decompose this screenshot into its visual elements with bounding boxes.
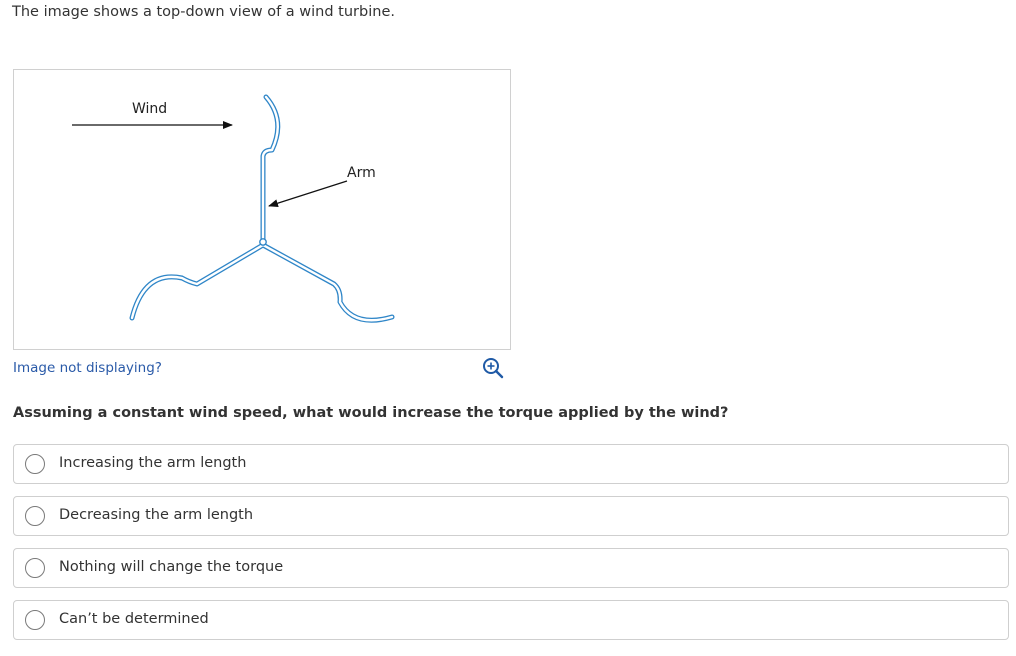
radio-button[interactable] — [25, 610, 45, 630]
option-label: Nothing will change the torque — [59, 559, 284, 575]
radio-button[interactable] — [25, 558, 45, 578]
option-label: Increasing the arm length — [59, 455, 247, 471]
image-not-displaying-link[interactable]: Image not displaying? — [13, 360, 162, 376]
answer-options: Increasing the arm length Decreasing the… — [13, 444, 1009, 652]
answer-option[interactable]: Increasing the arm length — [13, 444, 1009, 484]
answer-option[interactable]: Can’t be determined — [13, 600, 1009, 640]
question-text: Assuming a constant wind speed, what wou… — [13, 405, 729, 421]
arm-arrow — [268, 180, 348, 208]
turbine-shape — [129, 94, 395, 323]
turbine-figure: Wind Arm — [13, 69, 511, 350]
radio-button[interactable] — [25, 506, 45, 526]
option-label: Can’t be determined — [59, 611, 209, 627]
intro-text: The image shows a top-down view of a win… — [12, 4, 395, 20]
wind-label: Wind — [132, 101, 167, 117]
radio-button[interactable] — [25, 454, 45, 474]
answer-option[interactable]: Nothing will change the torque — [13, 548, 1009, 588]
option-label: Decreasing the arm length — [59, 507, 254, 523]
turbine-diagram: Wind Arm — [72, 94, 395, 323]
zoom-in-icon[interactable] — [482, 357, 504, 379]
answer-option[interactable]: Decreasing the arm length — [13, 496, 1009, 536]
arm-label: Arm — [347, 165, 376, 181]
